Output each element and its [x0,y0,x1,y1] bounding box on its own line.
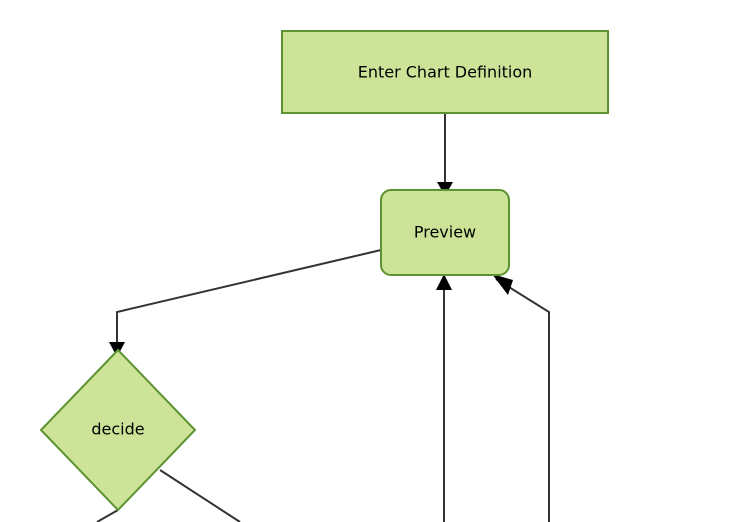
arrowhead-into-preview-bottom-right [492,274,513,295]
node-enter-chart-definition[interactable]: Enter Chart Definition [281,30,609,114]
arrowhead-into-decide-top [109,342,125,357]
edge-decide-bottom-out-line [96,509,119,522]
edge-preview-to-decide [109,249,382,357]
node-preview-label: Preview [414,223,476,242]
edge-return-right-line [495,278,550,522]
node-preview[interactable]: Preview [380,189,510,276]
arrowhead-into-preview-bottom-center [436,274,452,290]
node-enter-chart-definition-shape[interactable] [281,30,609,114]
node-layer: Enter Chart Definition Preview decide [39,30,609,512]
edge-layer [96,113,550,522]
node-decide[interactable]: decide [39,348,197,512]
edge-return-right-to-preview [492,274,550,522]
edge-decide-right-out-line [159,469,241,522]
node-decide-label: decide [91,420,144,439]
node-preview-shape[interactable] [380,189,510,276]
edge-return-center-to-preview [436,274,452,522]
node-enter-chart-definition-label: Enter Chart Definition [358,63,533,82]
edge-enter-to-preview [437,113,453,196]
node-decide-shape[interactable] [39,348,197,512]
edge-preview-to-decide-line [116,249,382,342]
